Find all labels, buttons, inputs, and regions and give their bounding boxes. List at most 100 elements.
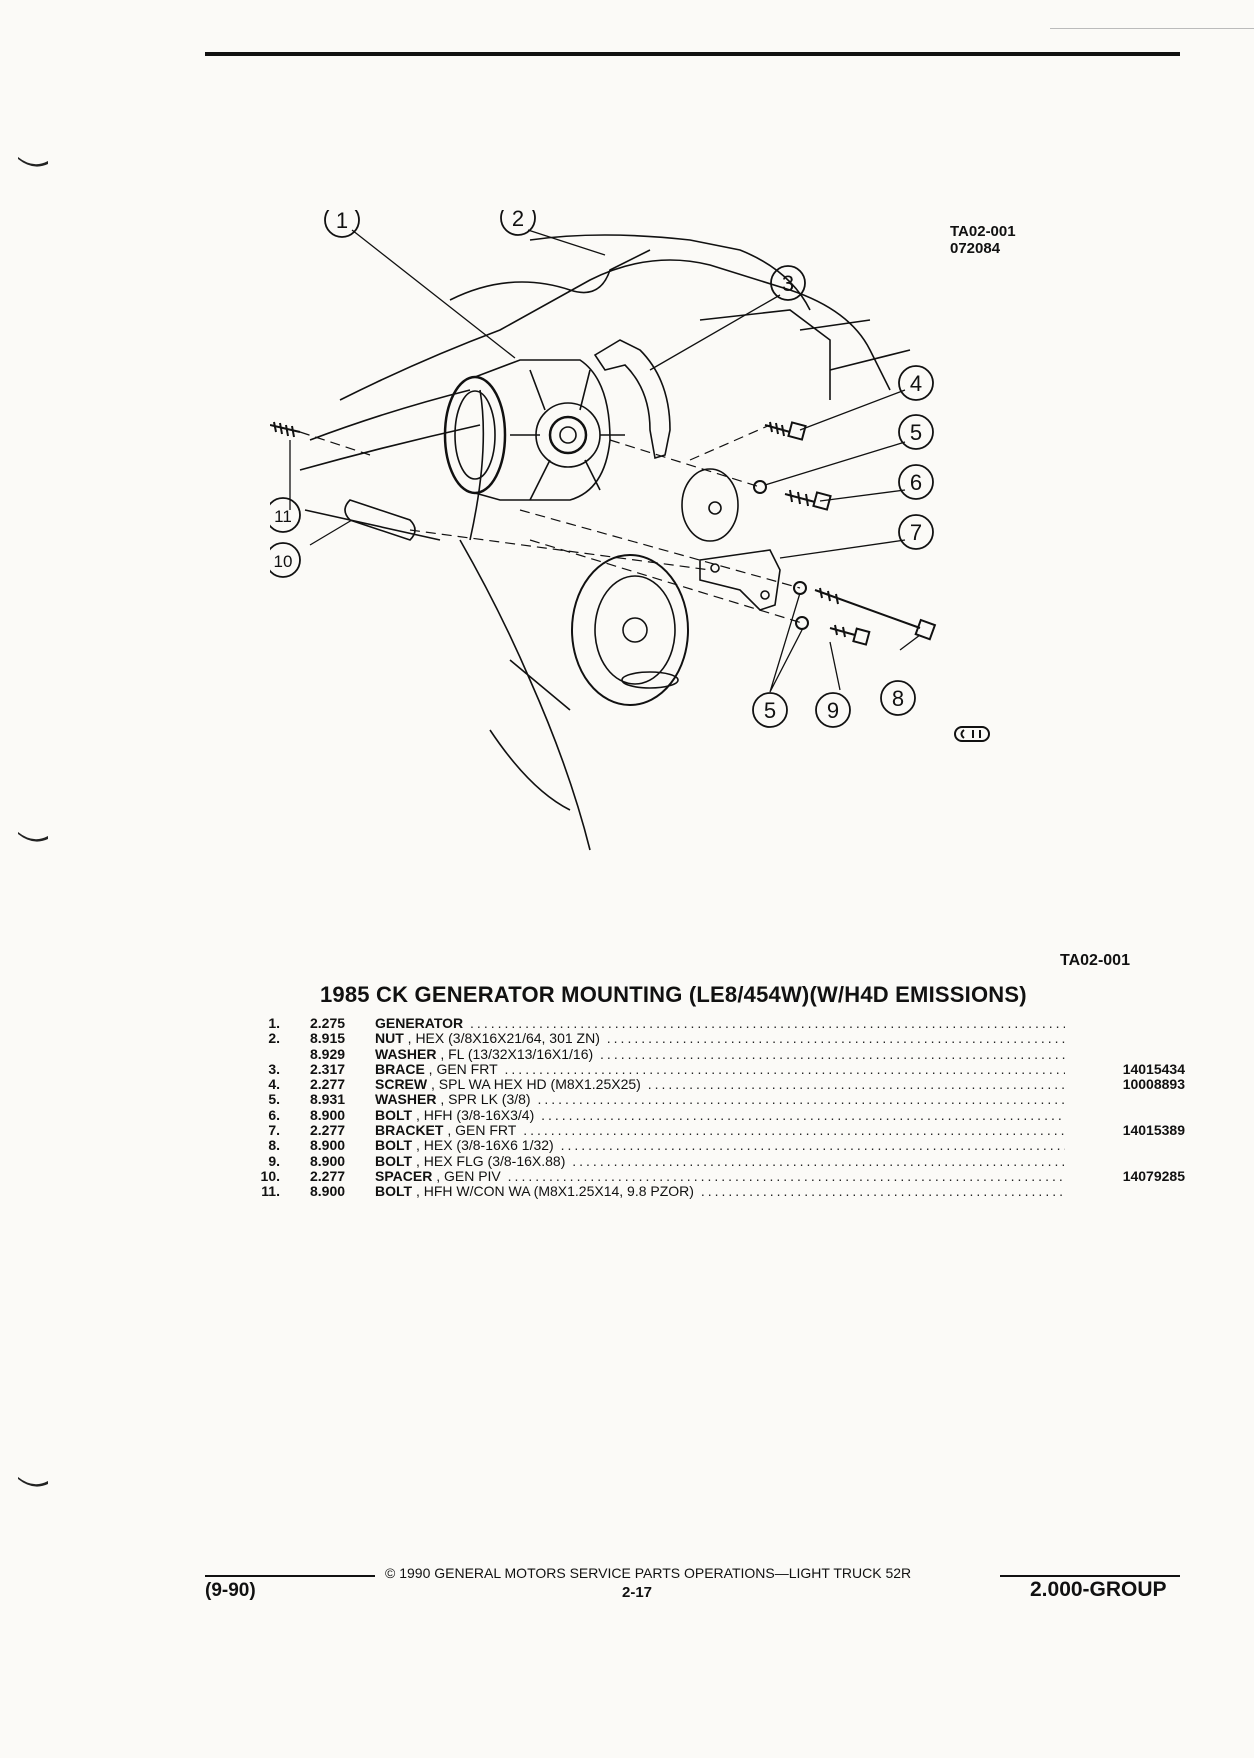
leader-dots: ........................................… (572, 1153, 1065, 1169)
callout-11 (270, 497, 301, 533)
part-detail: , SPR LK (3/8) (436, 1092, 531, 1108)
part-name: BOLT (375, 1107, 413, 1123)
binder-punch-mark (18, 1477, 48, 1487)
callout-7 (898, 514, 934, 550)
top-rule (205, 52, 1180, 56)
part-description: WASHER , SPR LK (3/8) ..................… (375, 1092, 1065, 1107)
part-number: 10008893 (1122, 1076, 1185, 1093)
callout-5 (898, 414, 934, 450)
part-detail: , GEN FRT (443, 1123, 517, 1139)
parts-row: 5. 8.931 WASHER , SPR LK (3/8) ...........… (250, 1091, 1185, 1108)
part-description: BOLT , HFH (3/8-16X3/4) ................… (375, 1108, 1065, 1123)
item-number: 10. (260, 1167, 280, 1184)
figure-code-line2: 072084 (950, 240, 1001, 257)
part-description: BRACE , GEN FRT ........................… (375, 1062, 1065, 1077)
part-name: WASHER (375, 1046, 437, 1062)
callout-7-label: 7 (910, 520, 922, 545)
part-description: SPACER , GEN PIV .......................… (375, 1169, 1065, 1184)
part-detail: , HEX (3/8X16X21/64, 301 ZN) (403, 1031, 600, 1047)
callout-8 (880, 680, 916, 716)
generator-drawing (443, 359, 625, 501)
part-description: BOLT , HEX (3/8-16X6 1/32) .............… (375, 1138, 1065, 1153)
callout-11-label: 11 (274, 507, 292, 526)
callout-5b-label: 5 (764, 698, 776, 723)
callout-6-label: 6 (910, 470, 922, 495)
parts-row: 10. 2.277 SPACER , GEN PIV ...............… (250, 1167, 1185, 1184)
group-code: 8.900 (310, 1106, 346, 1123)
part-detail: , HFH (3/8-16X3/4) (412, 1107, 535, 1123)
part-description: WASHER , FL (13/32X13/16X1/16) .........… (375, 1047, 1065, 1062)
gm-logo (954, 726, 990, 742)
callout-1-label: 1 (336, 210, 348, 233)
part-detail: , HEX (3/8-16X6 1/32) (412, 1138, 554, 1154)
footer-rule-left (205, 1575, 375, 1577)
leader-lines (289, 229, 921, 693)
callouts (270, 210, 934, 728)
parts-row: 4. 2.277 SCREW , SPL WA HEX HD (M8X1.25X25… (250, 1076, 1185, 1093)
item-number: 7. (268, 1122, 280, 1139)
item-number: 4. (268, 1076, 280, 1093)
part-description: BRACKET , GEN FRT ......................… (375, 1123, 1065, 1138)
brace-drawing (593, 339, 671, 460)
footer-group: 2.000-GROUP (1030, 1578, 1167, 1601)
leader-dots: ........................................… (504, 1061, 1065, 1077)
item-number: 6. (268, 1106, 280, 1123)
figure-code: TA02-001 072084 (950, 223, 1016, 257)
callout-9 (815, 692, 851, 728)
item-number: 2. (268, 1030, 280, 1047)
part-number: 14015389 (1122, 1122, 1185, 1139)
callout-5-label: 5 (910, 420, 922, 445)
engine-block-drawing (299, 234, 911, 851)
part-name: SCREW (375, 1077, 428, 1093)
part-name: GENERATOR (375, 1016, 464, 1031)
binder-punch-mark (18, 157, 48, 167)
group-code: 2.277 (310, 1167, 346, 1184)
parts-row: 11. 8.900 BOLT , HFH W/CON WA (M8X1.25X14,… (250, 1183, 1185, 1200)
part-description: GENERATOR ..............................… (375, 1016, 1065, 1031)
group-code: 8.931 (310, 1091, 346, 1108)
callout-1 (324, 210, 360, 238)
binder-punch-mark (18, 832, 48, 842)
group-code: 2.277 (310, 1076, 346, 1093)
part-name: BOLT (375, 1184, 413, 1200)
exploded-view-illustration: 1 2 3 4 5 6 7 8 9 10 11 5 (270, 210, 990, 851)
part-name: BOLT (375, 1153, 413, 1169)
part-name: NUT (375, 1031, 404, 1047)
item-number: 8. (268, 1137, 280, 1154)
leader-dots: ........................................… (537, 1092, 1065, 1108)
callout-4 (898, 365, 934, 401)
item-number: 11. (261, 1183, 280, 1200)
part-name: WASHER (375, 1092, 437, 1108)
footer-copyright: © 1990 GENERAL MOTORS SERVICE PARTS OPER… (385, 1565, 912, 1581)
group-code: 8.900 (310, 1152, 346, 1169)
group-code: 8.900 (310, 1137, 346, 1154)
part-detail: , HFH W/CON WA (M8X1.25X14, 9.8 PZOR) (412, 1184, 694, 1200)
page-title: 1985 CK GENERATOR MOUNTING (LE8/454W)(W/… (320, 982, 1027, 1007)
leader-dots: ........................................… (523, 1123, 1065, 1139)
callout-6 (898, 464, 934, 500)
part-description: SCREW , SPL WA HEX HD (M8X1.25X25) .....… (375, 1077, 1065, 1092)
callout-10-label: 10 (274, 552, 293, 571)
part-description: NUT , HEX (3/8X16X21/64, 301 ZN) .......… (375, 1031, 1065, 1046)
callout-5b (752, 692, 788, 728)
part-detail: , GEN FRT (424, 1061, 498, 1077)
item-number: 3. (268, 1060, 280, 1077)
leader-dots: ........................................… (700, 1184, 1065, 1200)
callout-8-label: 8 (892, 686, 904, 711)
callout-9-label: 9 (827, 698, 839, 723)
leader-dots: ........................................… (647, 1077, 1065, 1093)
callout-4-label: 4 (910, 371, 922, 396)
group-code: 8.900 (310, 1183, 346, 1200)
bracket-drawing (699, 549, 781, 611)
pulley-drawing (571, 468, 739, 706)
spacer-drawing (344, 499, 416, 541)
assembly-lines (299, 424, 803, 624)
item-number: 5. (268, 1091, 280, 1108)
callout-3-label: 3 (782, 271, 794, 296)
item-number: 1. (268, 1015, 280, 1031)
leader-dots: ........................................… (541, 1107, 1065, 1123)
